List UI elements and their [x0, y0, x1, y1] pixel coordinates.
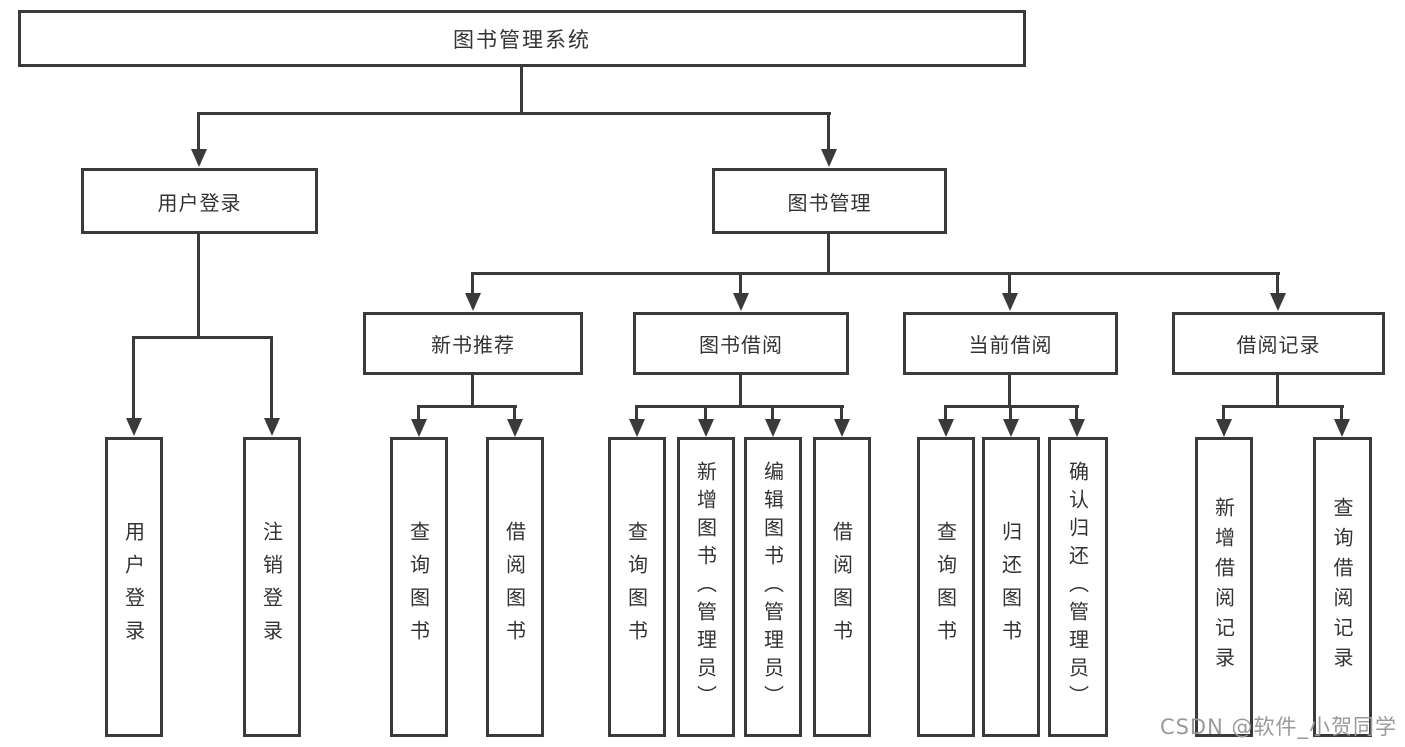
arrow-down-icon [629, 419, 645, 437]
node-library-management-system: 图书管理系统 [18, 10, 1026, 67]
arrow-down-icon [1334, 419, 1350, 437]
leaf-borrow-books-recommend: 借阅图书 [486, 437, 544, 737]
leaf-query-books-current: 查询图书 [917, 437, 975, 737]
connector-line [471, 375, 474, 408]
arrow-down-icon [465, 293, 481, 311]
connector-line [1009, 405, 1012, 419]
leaf-add-borrow-record: 新增借阅记录 [1195, 437, 1253, 737]
leaf-query-books-borrowing: 查询图书 [608, 437, 666, 737]
arrow-down-icon [765, 419, 781, 437]
leaf-label: 归还图书 [998, 521, 1023, 653]
connector-line [417, 405, 420, 419]
connector-line [197, 234, 200, 339]
connector-line [739, 375, 742, 408]
arrow-down-icon [264, 418, 280, 436]
connector-line [771, 405, 774, 419]
leaf-label: 查询图书 [933, 521, 958, 653]
connector-line [472, 272, 1280, 275]
connector-line [1223, 405, 1344, 408]
node-current-borrowing: 当前借阅 [903, 312, 1118, 375]
arrow-down-icon [507, 419, 523, 437]
leaf-label: 查询图书 [406, 521, 431, 653]
node-label: 借阅记录 [1236, 333, 1321, 357]
arrow-down-icon [1270, 293, 1286, 311]
leaf-user-login: 用户登录 [105, 437, 163, 737]
arrow-down-icon [698, 419, 714, 437]
connector-line [133, 336, 273, 339]
node-label: 新书推荐 [431, 333, 515, 357]
connector-line [1222, 405, 1225, 419]
arrow-down-icon [126, 418, 142, 436]
arrow-down-icon [733, 293, 749, 311]
arrow-down-icon [1003, 419, 1019, 437]
connector-line [1008, 375, 1011, 408]
connector-line [1340, 405, 1343, 419]
connector-line [270, 336, 273, 418]
arrow-down-icon [1002, 293, 1018, 311]
connector-line [635, 405, 638, 419]
connector-line [704, 405, 707, 419]
connector-line [1008, 272, 1011, 293]
node-label: 图书管理系统 [453, 27, 591, 52]
connector-line [520, 67, 523, 113]
arrow-down-icon [834, 419, 850, 437]
leaf-label: 新增借阅记录 [1211, 497, 1236, 677]
arrow-down-icon [821, 149, 837, 167]
leaf-label: 查询图书 [624, 521, 649, 653]
node-label: 图书借阅 [699, 333, 783, 357]
node-label: 用户登录 [157, 190, 242, 215]
connector-line [198, 112, 831, 115]
connector-line [1075, 405, 1078, 419]
connector-line [827, 234, 830, 275]
connector-line [132, 336, 135, 418]
arrow-down-icon [1216, 419, 1232, 437]
node-book-management: 图书管理 [712, 168, 947, 234]
leaf-edit-books-admin: 编辑图书（管理员） [744, 437, 802, 737]
connector-line [840, 405, 843, 419]
leaf-label: 新增图书（管理员） [693, 461, 718, 713]
connector-line [471, 272, 474, 293]
connector-line [739, 272, 742, 293]
leaf-label: 编辑图书（管理员） [760, 461, 785, 713]
leaf-label: 借阅图书 [829, 521, 854, 653]
arrow-down-icon [1069, 419, 1085, 437]
leaf-label: 借阅图书 [502, 521, 527, 653]
leaf-borrow-books-borrowing: 借阅图书 [813, 437, 871, 737]
leaf-query-borrow-record: 查询借阅记录 [1313, 437, 1372, 737]
leaf-label: 查询借阅记录 [1330, 497, 1354, 677]
node-user-login: 用户登录 [81, 168, 318, 234]
node-new-book-recommendation: 新书推荐 [363, 312, 583, 375]
leaf-label: 注销登录 [259, 521, 284, 653]
connector-line [197, 112, 200, 149]
node-borrowing-records: 借阅记录 [1172, 312, 1385, 375]
leaf-add-books-admin: 新增图书（管理员） [677, 437, 735, 737]
watermark: CSDN @软件_小贺同学 [1159, 715, 1397, 739]
arrow-down-icon [938, 419, 954, 437]
connector-line [827, 112, 830, 149]
leaf-query-books-recommend: 查询图书 [390, 437, 448, 737]
connector-line [1276, 375, 1279, 408]
connector-line [945, 405, 1079, 408]
connector-line [944, 405, 947, 419]
node-label: 图书管理 [787, 190, 872, 215]
leaf-label: 用户登录 [121, 521, 146, 653]
connector-line [418, 405, 517, 408]
arrow-down-icon [411, 419, 427, 437]
arrow-down-icon [191, 149, 207, 167]
leaf-return-books: 归还图书 [982, 437, 1040, 737]
connector-line [636, 405, 844, 408]
leaf-confirm-return-admin: 确认归还（管理员） [1048, 437, 1108, 737]
node-label: 当前借阅 [968, 333, 1053, 357]
leaf-label: 确认归还（管理员） [1065, 461, 1090, 713]
node-book-borrowing: 图书借阅 [633, 312, 849, 375]
connector-line [1276, 272, 1279, 293]
connector-line [513, 405, 516, 419]
leaf-logout: 注销登录 [243, 437, 301, 737]
